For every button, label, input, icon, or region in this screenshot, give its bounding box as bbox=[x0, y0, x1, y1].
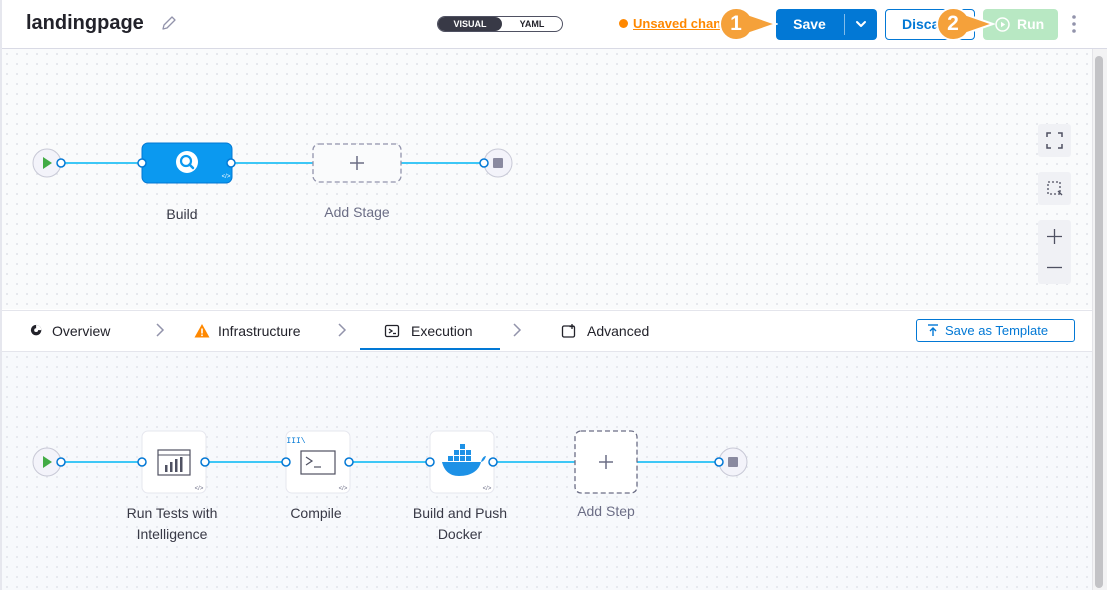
port-dot bbox=[56, 158, 66, 168]
docker-icon bbox=[442, 444, 486, 476]
callout-number: 1 bbox=[730, 12, 742, 35]
tab-infrastructure[interactable]: Infrastructure bbox=[194, 312, 324, 350]
marquee-icon bbox=[1047, 181, 1063, 196]
ci-build-icon bbox=[176, 151, 198, 173]
warning-icon bbox=[194, 324, 210, 338]
port-dot bbox=[226, 158, 236, 168]
run-tests-step-node[interactable]: </> bbox=[141, 430, 207, 494]
tab-advanced-label: Advanced bbox=[587, 323, 650, 339]
fit-to-screen-button[interactable] bbox=[1038, 124, 1071, 157]
add-stage-node[interactable] bbox=[312, 143, 402, 183]
tab-execution[interactable]: Execution bbox=[360, 312, 500, 350]
save-button[interactable]: Save bbox=[776, 9, 877, 40]
tab-advanced[interactable]: Advanced bbox=[561, 312, 671, 350]
execution-icon bbox=[384, 324, 400, 338]
yaml-toggle-option[interactable]: YAML bbox=[519, 19, 545, 29]
upload-template-icon bbox=[928, 324, 938, 336]
port-dot bbox=[714, 457, 724, 467]
add-step-label: Add Step bbox=[577, 503, 635, 519]
chevron-right-icon bbox=[156, 323, 165, 337]
test-intelligence-icon bbox=[157, 449, 191, 476]
edit-icon[interactable] bbox=[160, 14, 178, 32]
run-button-label: Run bbox=[1017, 16, 1045, 32]
save-button-divider bbox=[844, 14, 845, 35]
docker-label-line1: Build and Push bbox=[412, 505, 508, 521]
port-dot bbox=[56, 457, 66, 467]
code-badge-icon: </> bbox=[195, 486, 204, 492]
code-badge-icon: </> bbox=[483, 486, 492, 492]
chevron-right-icon bbox=[513, 323, 522, 337]
zoom-controls bbox=[1038, 220, 1071, 284]
unsaved-changes-link[interactable]: Unsaved changes bbox=[633, 16, 725, 31]
chevron-right-icon bbox=[338, 323, 347, 337]
docker-label-line2: Docker bbox=[437, 526, 483, 542]
port-dot bbox=[137, 158, 147, 168]
select-area-button[interactable] bbox=[1038, 172, 1071, 205]
left-border bbox=[0, 0, 2, 590]
stage-tab-bar bbox=[2, 310, 1092, 352]
save-as-template-label: Save as Template bbox=[945, 323, 1049, 338]
chevron-down-icon[interactable] bbox=[851, 16, 871, 33]
add-stage-label: Add Stage bbox=[324, 204, 390, 220]
compile-step-label: Compile bbox=[290, 505, 342, 521]
callout-number: 2 bbox=[947, 12, 959, 35]
run-tests-step-label: Run Tests with Intelligence bbox=[112, 503, 232, 545]
docker-step-label: Build and Push Docker bbox=[400, 503, 520, 545]
pipeline-title: landingpage bbox=[26, 12, 144, 34]
parallel-icon: III\ bbox=[286, 437, 305, 446]
port-dot bbox=[281, 457, 291, 467]
run-tests-label-line2: Intelligence bbox=[136, 526, 208, 542]
run-button[interactable]: Run bbox=[983, 9, 1058, 40]
save-as-template-button[interactable]: Save as Template bbox=[916, 319, 1075, 342]
overview-icon bbox=[30, 324, 42, 336]
build-push-docker-step-node[interactable]: </> bbox=[429, 430, 495, 494]
tab-overview[interactable]: Overview bbox=[30, 312, 130, 350]
port-dot bbox=[425, 457, 435, 467]
build-stage-label: Build bbox=[166, 206, 198, 222]
port-dot bbox=[137, 457, 147, 467]
view-toggle[interactable]: VISUAL YAML bbox=[437, 16, 563, 32]
port-dot bbox=[344, 457, 354, 467]
port-dot bbox=[200, 457, 210, 467]
callout-badge-1: 1 bbox=[718, 6, 778, 42]
stage-graph: </> bbox=[32, 142, 513, 184]
zoom-out-icon[interactable] bbox=[1046, 259, 1063, 276]
tab-overview-label: Overview bbox=[52, 323, 111, 339]
callout-badge-2: 2 bbox=[935, 6, 995, 42]
callout-shape-icon bbox=[936, 7, 995, 41]
advanced-icon bbox=[561, 324, 576, 338]
port-dot bbox=[479, 158, 489, 168]
tab-execution-label: Execution bbox=[411, 323, 473, 339]
more-options-icon[interactable] bbox=[1068, 13, 1080, 35]
save-button-label: Save bbox=[793, 16, 826, 32]
expand-icon bbox=[1046, 132, 1063, 149]
scrollbar-thumb[interactable] bbox=[1095, 56, 1103, 588]
tab-infrastructure-label: Infrastructure bbox=[218, 323, 301, 339]
unsaved-dot-icon bbox=[619, 19, 628, 28]
add-step-node[interactable] bbox=[574, 430, 638, 494]
code-badge-icon: </> bbox=[339, 486, 348, 492]
zoom-in-icon[interactable] bbox=[1046, 228, 1063, 245]
callout-shape-icon bbox=[719, 7, 778, 41]
run-tests-label-line1: Run Tests with bbox=[126, 505, 218, 521]
compile-step-node[interactable]: III\ </> bbox=[285, 430, 351, 494]
execution-graph: </> III\ </> bbox=[32, 430, 748, 494]
visual-toggle-option[interactable]: VISUAL bbox=[438, 17, 502, 31]
pipeline-header: landingpage VISUAL YAML Unsaved changes … bbox=[0, 0, 1107, 49]
terminal-icon bbox=[300, 450, 336, 475]
play-circle-icon bbox=[995, 17, 1010, 32]
port-dot bbox=[488, 457, 498, 467]
build-stage-node[interactable]: </> bbox=[141, 142, 233, 184]
code-badge-icon: </> bbox=[222, 174, 231, 180]
